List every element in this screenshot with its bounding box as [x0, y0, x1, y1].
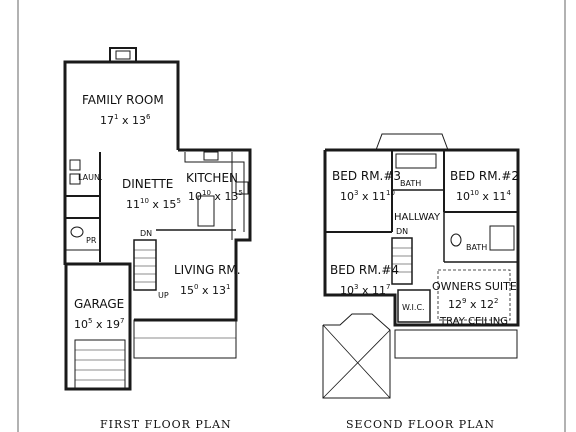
kitchen-name: KITCHEN	[186, 171, 238, 185]
stair-up-label: UP	[158, 291, 169, 300]
owners-suite-dimensions: 129 x 122	[448, 297, 498, 311]
garage-door-area	[74, 339, 126, 389]
bed4-name: BED RM.#4	[330, 263, 399, 277]
kitchen-counter	[184, 152, 245, 232]
bed4-dimensions: 103 x 117	[340, 283, 390, 297]
owners-suite-name: OWNERS SUITE	[432, 280, 517, 293]
stair-down-label: DN	[396, 227, 408, 236]
family-room-walls	[63, 60, 180, 150]
kitchen-island	[197, 195, 215, 227]
front-porch	[133, 319, 237, 359]
bed3-name: BED RM.#3	[332, 169, 401, 183]
chimney-flue	[115, 50, 131, 60]
upper-bath-label: BATH	[400, 179, 421, 188]
roof-hip	[322, 329, 391, 399]
first-floor-plan	[63, 47, 252, 391]
sink-icon	[203, 151, 219, 161]
washer-icon	[69, 159, 81, 171]
second-floor-caption: SECOND FLOOR PLAN	[346, 418, 495, 431]
toilet-icon	[450, 233, 462, 247]
garage-name: GARAGE	[74, 297, 124, 311]
wic-label: W.I.C.	[402, 303, 425, 312]
stair-down-label: DN	[140, 229, 152, 238]
wic-walls	[397, 289, 431, 323]
lower-roof	[322, 313, 391, 399]
kitchen-dimensions: 1010 x 135	[188, 189, 243, 203]
shower-icon	[489, 225, 515, 251]
living-room-dimensions: 150 x 131	[180, 283, 230, 297]
stair	[391, 237, 413, 285]
porch-roof	[394, 329, 518, 359]
first-floor-labels: FAMILY ROOM 171 x 136 DINETTE 1110 x 155…	[74, 93, 243, 431]
family-room-name: FAMILY ROOM	[82, 93, 164, 107]
bed3-dimensions: 103 x 1110	[340, 189, 395, 203]
powder-room-label: PR	[86, 236, 97, 245]
second-floor-exterior-wall	[323, 148, 520, 327]
tray-ceiling-outline	[437, 269, 511, 321]
family-room-dimensions: 171 x 136	[100, 113, 151, 127]
stair	[133, 239, 157, 291]
dryer-icon	[69, 173, 81, 185]
tray-ceiling-note: TRAY CEILING	[439, 316, 508, 327]
roof-hip	[322, 324, 391, 399]
bed2-name: BED RM.#2	[450, 169, 519, 183]
second-floor-labels: BED RM.#3 103 x 1110 BED RM.#2 1010 x 11…	[330, 169, 519, 431]
hallway-label: HALLWAY	[394, 212, 441, 223]
lower-bath-label: BATH	[466, 243, 487, 252]
bathtub-icon	[395, 153, 437, 169]
bed2-dimensions: 1010 x 114	[456, 189, 511, 203]
laundry-label: LAUN.	[78, 173, 103, 182]
range-icon	[235, 181, 249, 195]
roof-bay	[375, 133, 449, 151]
first-floor-caption: FIRST FLOOR PLAN	[100, 418, 232, 431]
garage-walls	[64, 262, 132, 391]
toilet-icon	[70, 226, 84, 238]
dinette-name: DINETTE	[122, 177, 173, 191]
garage-dimensions: 105 x 197	[74, 317, 124, 331]
living-room-name: LIVING RM.	[174, 263, 241, 277]
chimney	[109, 47, 137, 63]
second-floor-plan	[322, 133, 520, 399]
dinette-dimensions: 1110 x 155	[126, 197, 181, 211]
